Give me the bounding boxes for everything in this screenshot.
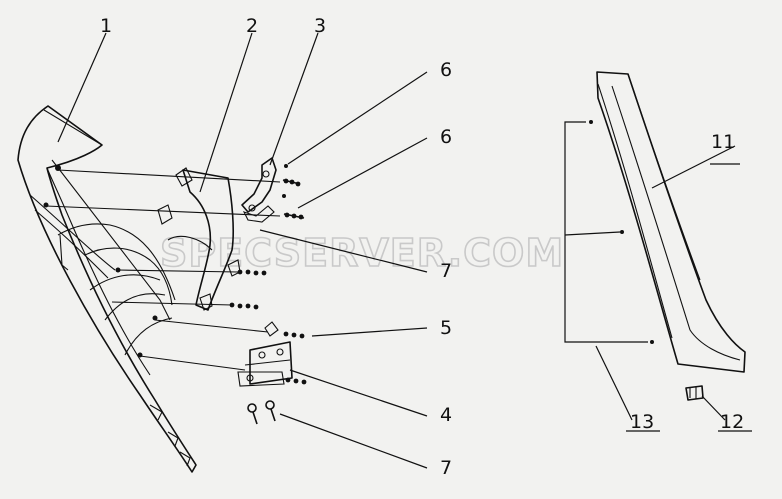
callout-2: 2 bbox=[246, 15, 258, 37]
callout-3: 3 bbox=[314, 15, 326, 37]
callout-4: 4 bbox=[440, 404, 452, 426]
screw-row-2 bbox=[229, 302, 259, 310]
callout-5: 5 bbox=[440, 317, 452, 339]
callout-12: 12 bbox=[720, 411, 744, 433]
screw-6a bbox=[282, 178, 301, 187]
callout-1: 1 bbox=[100, 15, 112, 37]
screw-row-1 bbox=[237, 269, 267, 276]
leader-lines bbox=[57, 32, 752, 469]
callout-7-lower: 7 bbox=[440, 457, 452, 479]
callout-13: 13 bbox=[630, 411, 654, 433]
bolts-part-7 bbox=[247, 400, 276, 425]
bracket-part-3 bbox=[241, 157, 277, 223]
watermark: SPECSERVER.COM bbox=[160, 231, 564, 275]
screw-6b bbox=[283, 212, 305, 220]
clip-part-12 bbox=[685, 385, 704, 401]
bracket-part-13 bbox=[564, 120, 654, 344]
assembly-lines bbox=[45, 169, 281, 371]
hinge-part-4 bbox=[237, 341, 293, 387]
trim-part-11 bbox=[596, 71, 746, 373]
panel-part-1 bbox=[17, 105, 197, 473]
callout-labels: 1 2 3 6 6 7 5 4 7 11 12 13 bbox=[100, 15, 744, 479]
screw-5 bbox=[264, 321, 305, 339]
callout-11: 11 bbox=[711, 131, 735, 153]
callout-6-upper: 6 bbox=[440, 59, 452, 81]
callout-7-upper: 7 bbox=[440, 260, 452, 282]
fasteners bbox=[229, 164, 307, 385]
callout-6-lower: 6 bbox=[440, 126, 452, 148]
